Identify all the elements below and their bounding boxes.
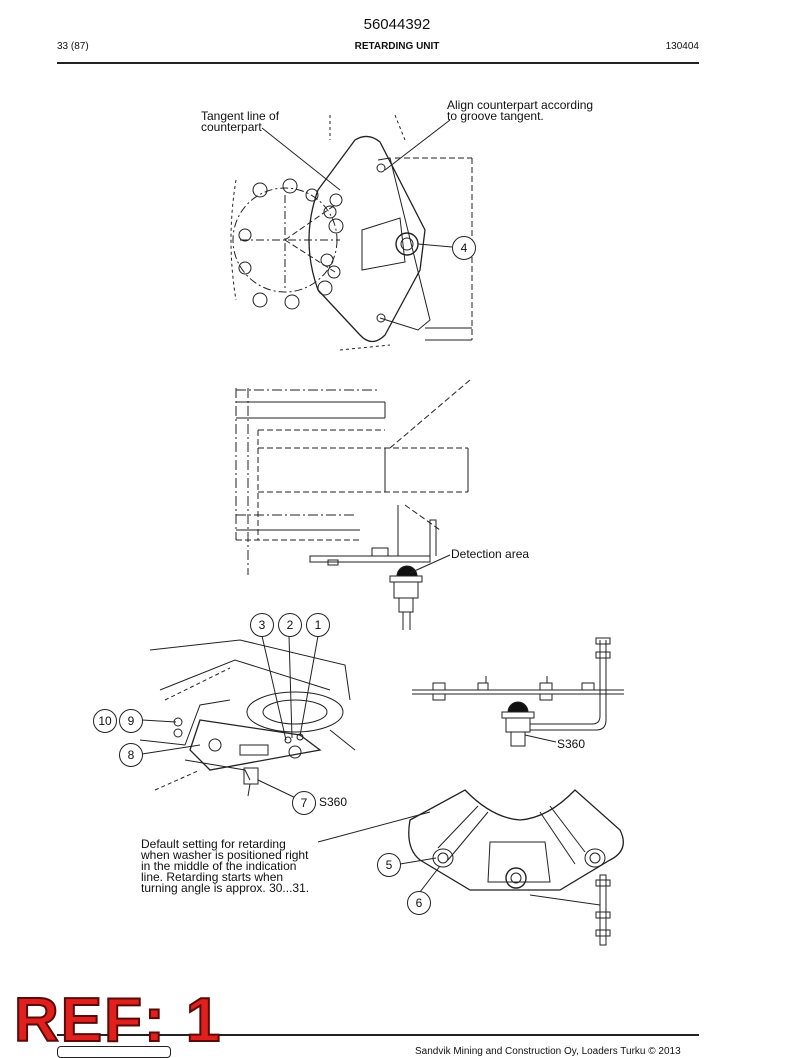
- ref-watermark: REF: 1: [13, 986, 223, 1055]
- fan-plate-view-drawing: [317, 789, 624, 946]
- tangent-line-callout: Tangent line of counterpart: [201, 109, 280, 134]
- item-bubble-9: 9: [119, 709, 143, 733]
- top-view-drawing: [230, 114, 473, 351]
- s360-top-label: S360: [557, 737, 586, 751]
- isometric-view-drawing: [139, 635, 356, 801]
- item-bubble-8: 8: [119, 743, 143, 767]
- document-number: 56044392: [363, 16, 431, 33]
- item-bubble-1: 1: [306, 613, 330, 637]
- footer-rule: [57, 1034, 699, 1036]
- item-bubble-4: 4: [452, 236, 476, 260]
- item-bubble-3: 3: [250, 613, 274, 637]
- s360-bottom-label: S360: [319, 795, 348, 809]
- section-title: RETARDING UNIT: [354, 41, 440, 52]
- detection-area-callout: Detection area: [451, 547, 530, 561]
- header-rule: [57, 62, 699, 64]
- item-bubble-7: 7: [292, 791, 316, 815]
- bracket-side-view-drawing: [412, 637, 624, 747]
- date-code: 130404: [665, 41, 699, 52]
- item-bubble-10: 10: [93, 709, 117, 733]
- footer-copyright: Sandvik Mining and Construction Oy, Load…: [415, 1046, 681, 1057]
- item-bubble-2: 2: [278, 613, 302, 637]
- default-setting-callout: Default setting for retarding when washe…: [141, 837, 310, 895]
- side-view-drawing: [235, 379, 471, 630]
- page-number: 33 (87): [57, 41, 89, 52]
- align-counterpart-callout: Align counterpart according to groove ta…: [447, 98, 594, 123]
- item-bubble-5: 5: [377, 853, 401, 877]
- item-bubble-6: 6: [407, 891, 431, 915]
